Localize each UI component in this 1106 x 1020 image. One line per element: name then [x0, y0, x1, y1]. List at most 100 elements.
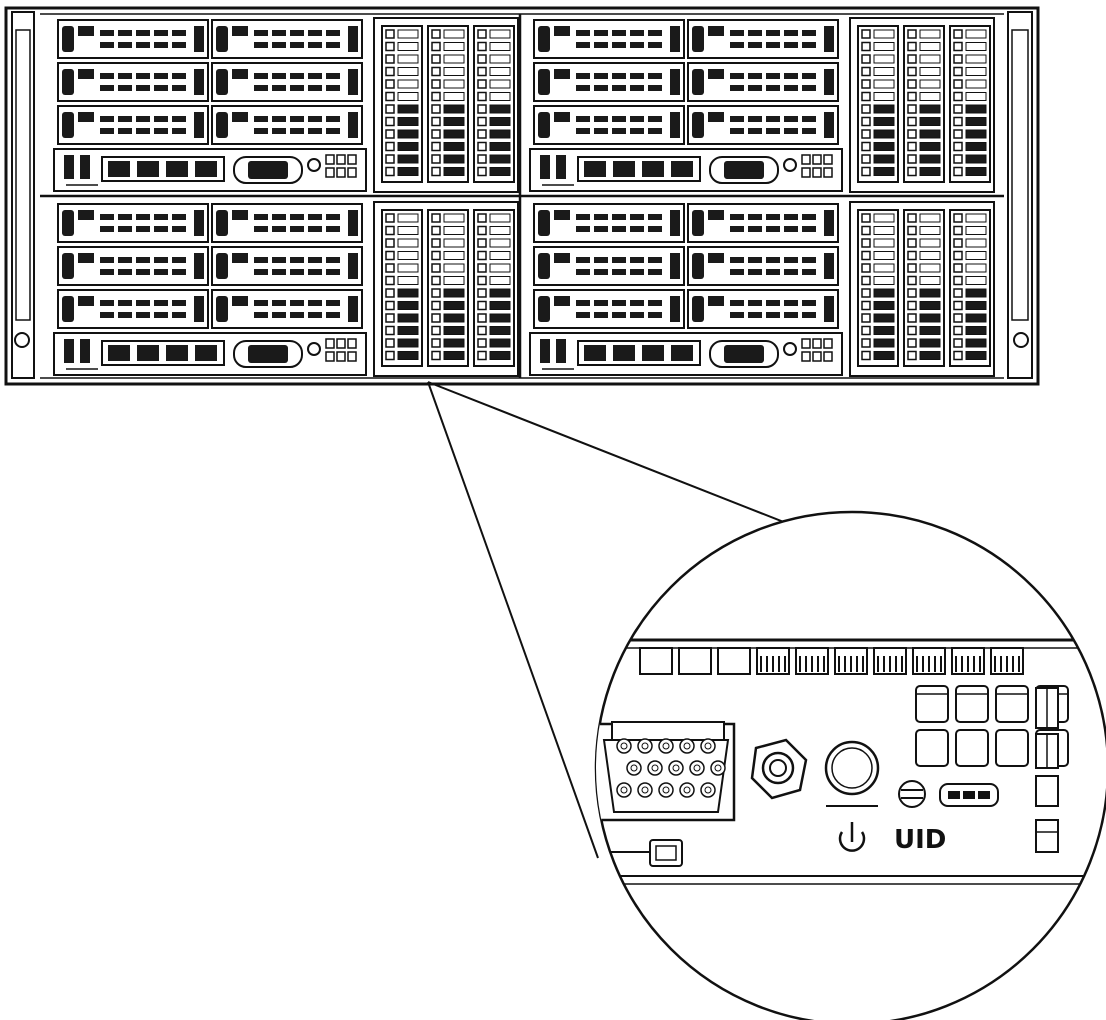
drive-tray: [57, 105, 209, 145]
status-led-icon: [325, 351, 335, 362]
fan-grille-cell: [489, 313, 511, 323]
drive-vent: [730, 226, 744, 232]
fan-grille-cell: [431, 325, 441, 336]
drive-vent: [748, 116, 762, 122]
drive-vent: [594, 128, 608, 134]
drive-vent: [784, 116, 798, 122]
fan-grille-cell: [431, 104, 441, 114]
drive-vent: [290, 300, 304, 306]
drive-vent: [766, 312, 780, 318]
drive-vent: [594, 214, 608, 220]
drive-vent: [272, 312, 286, 318]
drive-vent: [308, 257, 322, 263]
drive-vent: [784, 85, 798, 91]
drive-tray-frame: [211, 105, 363, 145]
fan-grille-cell: [443, 117, 465, 126]
fan-grille-cell: [907, 79, 917, 89]
drive-tray: [211, 203, 363, 243]
fan-grille-cell: [873, 54, 895, 64]
drive-vent: [272, 128, 286, 134]
drive-vent: [326, 226, 340, 232]
drive-led-icon: [708, 253, 724, 263]
lan-port-icon: [584, 161, 606, 177]
fan-grille-cell: [919, 154, 941, 164]
fan-grille-cell: [477, 288, 487, 298]
node-io-panel: [529, 148, 843, 192]
drive-vent: [118, 30, 132, 36]
fan-grille-cell: [385, 213, 395, 223]
drive-vent: [290, 116, 304, 122]
fan-grille-cell: [965, 92, 987, 101]
fan-grille-cell: [477, 263, 487, 273]
fan-grille-cell: [431, 129, 441, 139]
drive-vent: [254, 42, 268, 48]
status-led-icon: [347, 154, 357, 165]
drive-vent: [612, 116, 626, 122]
fan-grille-cell: [431, 154, 441, 164]
fan-grille-cell: [443, 79, 465, 89]
drive-vent: [784, 300, 798, 306]
fan-grille-cell: [861, 154, 871, 164]
drive-vent: [272, 226, 286, 232]
fan-grille-cell: [443, 276, 465, 285]
drive-vent: [648, 73, 662, 79]
drive-tray: [687, 105, 839, 145]
drive-latch-icon: [62, 112, 74, 138]
fan-grille-cell: [477, 313, 487, 323]
drive-tray: [533, 203, 685, 243]
lan-port-icon: [195, 345, 217, 361]
drive-led-icon: [554, 112, 570, 122]
drive-led-icon: [708, 296, 724, 306]
drive-vent: [154, 226, 168, 232]
drive-handle-icon: [824, 26, 834, 52]
fan-grille-cell: [489, 288, 511, 298]
drive-vent: [136, 257, 150, 263]
fan-grille-cell: [443, 67, 465, 76]
drive-vent: [254, 257, 268, 263]
drive-vent: [308, 214, 322, 220]
fan-grille-cell: [397, 104, 419, 114]
drive-vent: [802, 300, 816, 306]
power-button-icon: [307, 158, 321, 172]
uid-button-icon: [898, 780, 926, 808]
fan-grille-cell: [873, 213, 895, 223]
drive-led-icon: [78, 26, 94, 36]
drive-vent: [172, 214, 186, 220]
drive-vent: [766, 257, 780, 263]
compute-node-2: [529, 19, 843, 192]
fan-grille-cell: [431, 66, 441, 77]
fan-grille-cell: [919, 213, 941, 223]
fan-grille-cell: [385, 313, 395, 323]
fan-grille-cell: [965, 263, 987, 273]
status-led-icon: [823, 154, 833, 165]
fan-grille-cell: [919, 288, 941, 298]
drive-vent: [802, 128, 816, 134]
vga-pin-core: [630, 764, 638, 772]
drive-vent: [576, 128, 590, 134]
fan-grille-cell: [965, 326, 987, 335]
drive-vent: [118, 269, 132, 275]
drive-latch-icon: [538, 112, 550, 138]
drive-vent: [326, 312, 340, 318]
fan-grille-cell: [907, 238, 917, 248]
fan-grille-cell: [397, 301, 419, 310]
lan-port-icon: [584, 345, 606, 361]
drive-tray: [211, 289, 363, 329]
indicator-led-icon: [915, 685, 949, 723]
drive-tray-frame: [687, 19, 839, 59]
drive-vent: [254, 30, 268, 36]
drive-latch-icon: [62, 69, 74, 95]
drive-vent: [576, 257, 590, 263]
fan-grille-cell: [477, 116, 487, 127]
fan-grille-cell: [907, 66, 917, 77]
drive-vent: [648, 116, 662, 122]
drive-led-icon: [232, 253, 248, 263]
fan-grille-cell: [477, 338, 487, 348]
drive-vent: [118, 312, 132, 318]
fan-grille-cell: [873, 154, 895, 164]
fan-grille-cell: [953, 91, 963, 102]
drive-tray-frame: [211, 203, 363, 243]
drive-tray: [57, 19, 209, 59]
drive-vent: [748, 226, 762, 232]
fan-grille-cell: [907, 104, 917, 114]
